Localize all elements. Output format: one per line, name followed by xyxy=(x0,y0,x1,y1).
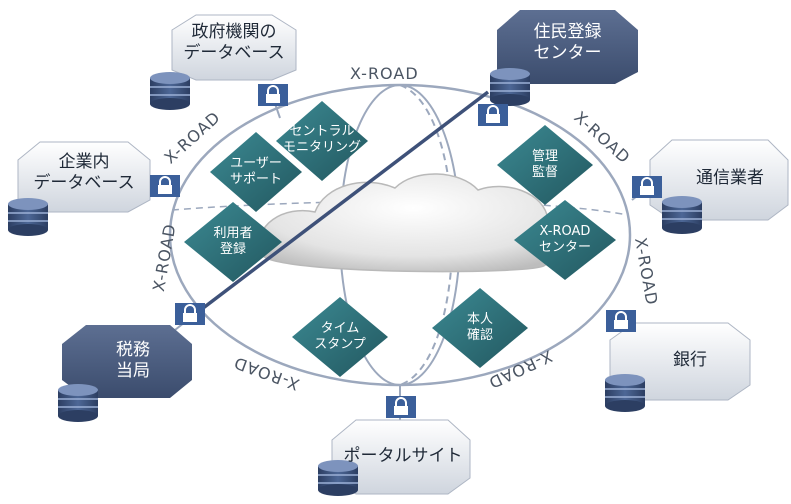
lock-icon xyxy=(606,310,636,332)
database-icon xyxy=(318,460,358,496)
node-bank: 銀行 xyxy=(673,350,707,370)
service-support: ユーザー サポート xyxy=(229,156,282,188)
database-icon xyxy=(490,68,530,106)
node-resident: 住民登録 センター xyxy=(533,22,602,64)
ring-label-top: X-ROAD xyxy=(350,64,419,83)
lock-badges xyxy=(150,84,662,418)
database-icon xyxy=(8,198,48,236)
database-icons xyxy=(8,68,702,496)
service-identity: 本人 確認 xyxy=(466,312,493,344)
diamond-xroad-center xyxy=(514,200,616,280)
hex-tax xyxy=(62,325,192,398)
diamond-registration xyxy=(184,202,282,282)
service-diamonds xyxy=(184,101,616,377)
database-icon xyxy=(662,196,702,234)
cloud xyxy=(259,173,568,273)
diamond-management xyxy=(497,125,593,205)
diamond-monitoring xyxy=(276,101,368,181)
node-portal: ポータルサイト xyxy=(343,446,463,466)
node-tax: 税務 当局 xyxy=(116,340,150,382)
lock-icon xyxy=(632,176,662,198)
connection-line xyxy=(188,90,490,320)
lock-icon xyxy=(175,303,205,325)
service-monitoring: セントラル モニタリング xyxy=(282,124,361,156)
node-enterprise: 企業内 データベース xyxy=(33,152,135,194)
service-management: 管理 監督 xyxy=(531,149,558,181)
hex-resident xyxy=(497,10,638,84)
lock-icon xyxy=(150,175,180,197)
node-government: 政府機関の データベース xyxy=(183,22,285,64)
lock-icon xyxy=(478,104,508,126)
diamond-support xyxy=(210,132,302,212)
service-timestamp: タイム スタンプ xyxy=(314,321,366,353)
service-xroad-center: X-ROAD センター xyxy=(538,224,591,256)
node-telecom: 通信業者 xyxy=(696,168,764,188)
lock-icon xyxy=(258,84,288,106)
database-icon xyxy=(58,384,98,422)
service-registration: 利用者 登録 xyxy=(213,226,253,258)
diamond-identity xyxy=(432,288,528,368)
diamond-timestamp xyxy=(292,297,388,377)
database-icon xyxy=(150,72,190,110)
database-icon xyxy=(605,374,645,412)
lock-icon xyxy=(386,396,416,418)
